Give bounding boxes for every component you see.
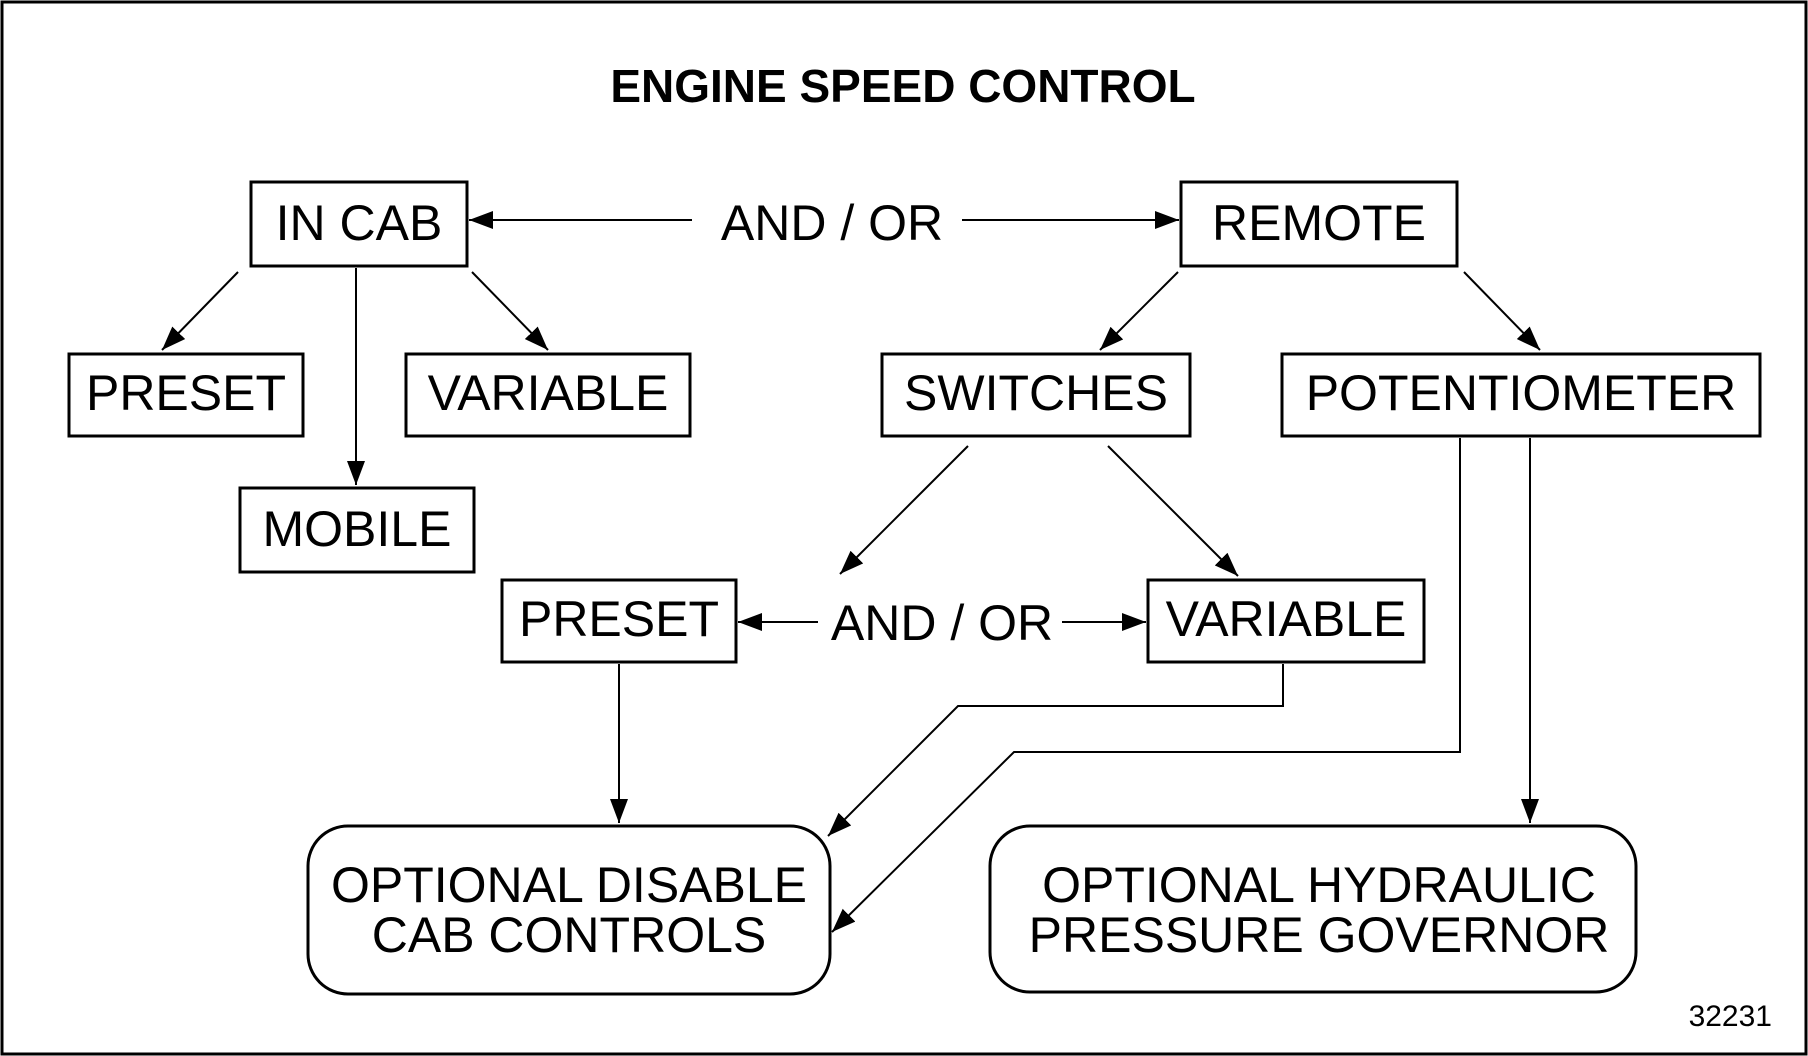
node-preset-mid-box (500, 578, 738, 664)
node-optional-hydraulic-pressure-governor: OPTIONAL HYDRAULIC PRESSURE GOVERNOR (988, 824, 1638, 994)
node-switches: SWITCHES (880, 352, 1192, 438)
node-in-cab-label: IN CAB (276, 195, 443, 251)
node-mobile: MOBILE (238, 486, 476, 574)
node-variable-mid-box (1146, 578, 1426, 664)
node-optional-disable-line2: CAB CONTROLS (372, 907, 767, 963)
arrow-switches-to-preset (839, 445, 969, 575)
node-optional-disable-box (306, 824, 832, 996)
node-optional-disable-line1: OPTIONAL DISABLE (331, 857, 807, 913)
connector-top-and-or: AND / OR (721, 195, 943, 251)
node-preset-top: PRESET (67, 352, 305, 438)
node-in-cab: IN CAB (249, 180, 469, 268)
node-variable-top-box (404, 352, 692, 438)
node-remote-box (1179, 180, 1459, 268)
node-switches-label: SWITCHES (904, 365, 1168, 421)
node-mobile-box (238, 486, 476, 574)
node-preset-mid-label: PRESET (519, 591, 719, 647)
node-optional-governor-line1: OPTIONAL HYDRAULIC (1042, 857, 1596, 913)
node-variable-mid-label: VARIABLE (1166, 591, 1407, 647)
node-optional-governor-box (988, 824, 1638, 994)
node-preset-top-box (67, 352, 305, 438)
arrow-in-cab-to-variable (471, 271, 549, 351)
arrow-remote-to-switches (1099, 271, 1179, 351)
node-remote: REMOTE (1179, 180, 1459, 268)
node-switches-box (880, 352, 1192, 438)
node-variable-mid: VARIABLE (1146, 578, 1426, 664)
node-potentiometer-label: POTENTIOMETER (1306, 365, 1737, 421)
arrow-remote-to-potentiometer (1463, 271, 1541, 351)
node-remote-label: REMOTE (1212, 195, 1426, 251)
node-mobile-label: MOBILE (263, 501, 452, 557)
connector-mid-and-or: AND / OR (831, 595, 1053, 651)
arrow-switches-to-variable (1107, 445, 1239, 577)
node-potentiometer: POTENTIOMETER (1280, 352, 1762, 438)
arrow-variable-to-disable (827, 664, 1284, 837)
node-variable-top: VARIABLE (404, 352, 692, 438)
node-optional-disable-cab-controls: OPTIONAL DISABLE CAB CONTROLS (306, 824, 832, 996)
arrow-in-cab-to-preset (161, 271, 239, 351)
node-potentiometer-box (1280, 352, 1762, 438)
node-preset-mid: PRESET (500, 578, 738, 664)
node-preset-top-label: PRESET (86, 365, 286, 421)
diagram-title: ENGINE SPEED CONTROL (610, 60, 1195, 112)
arrow-potentiometer-to-disable (831, 438, 1461, 933)
node-in-cab-box (249, 180, 469, 268)
node-variable-top-label: VARIABLE (428, 365, 669, 421)
node-optional-governor-line2: PRESSURE GOVERNOR (1029, 907, 1610, 963)
figure-number: 32231 (1689, 1000, 1772, 1033)
